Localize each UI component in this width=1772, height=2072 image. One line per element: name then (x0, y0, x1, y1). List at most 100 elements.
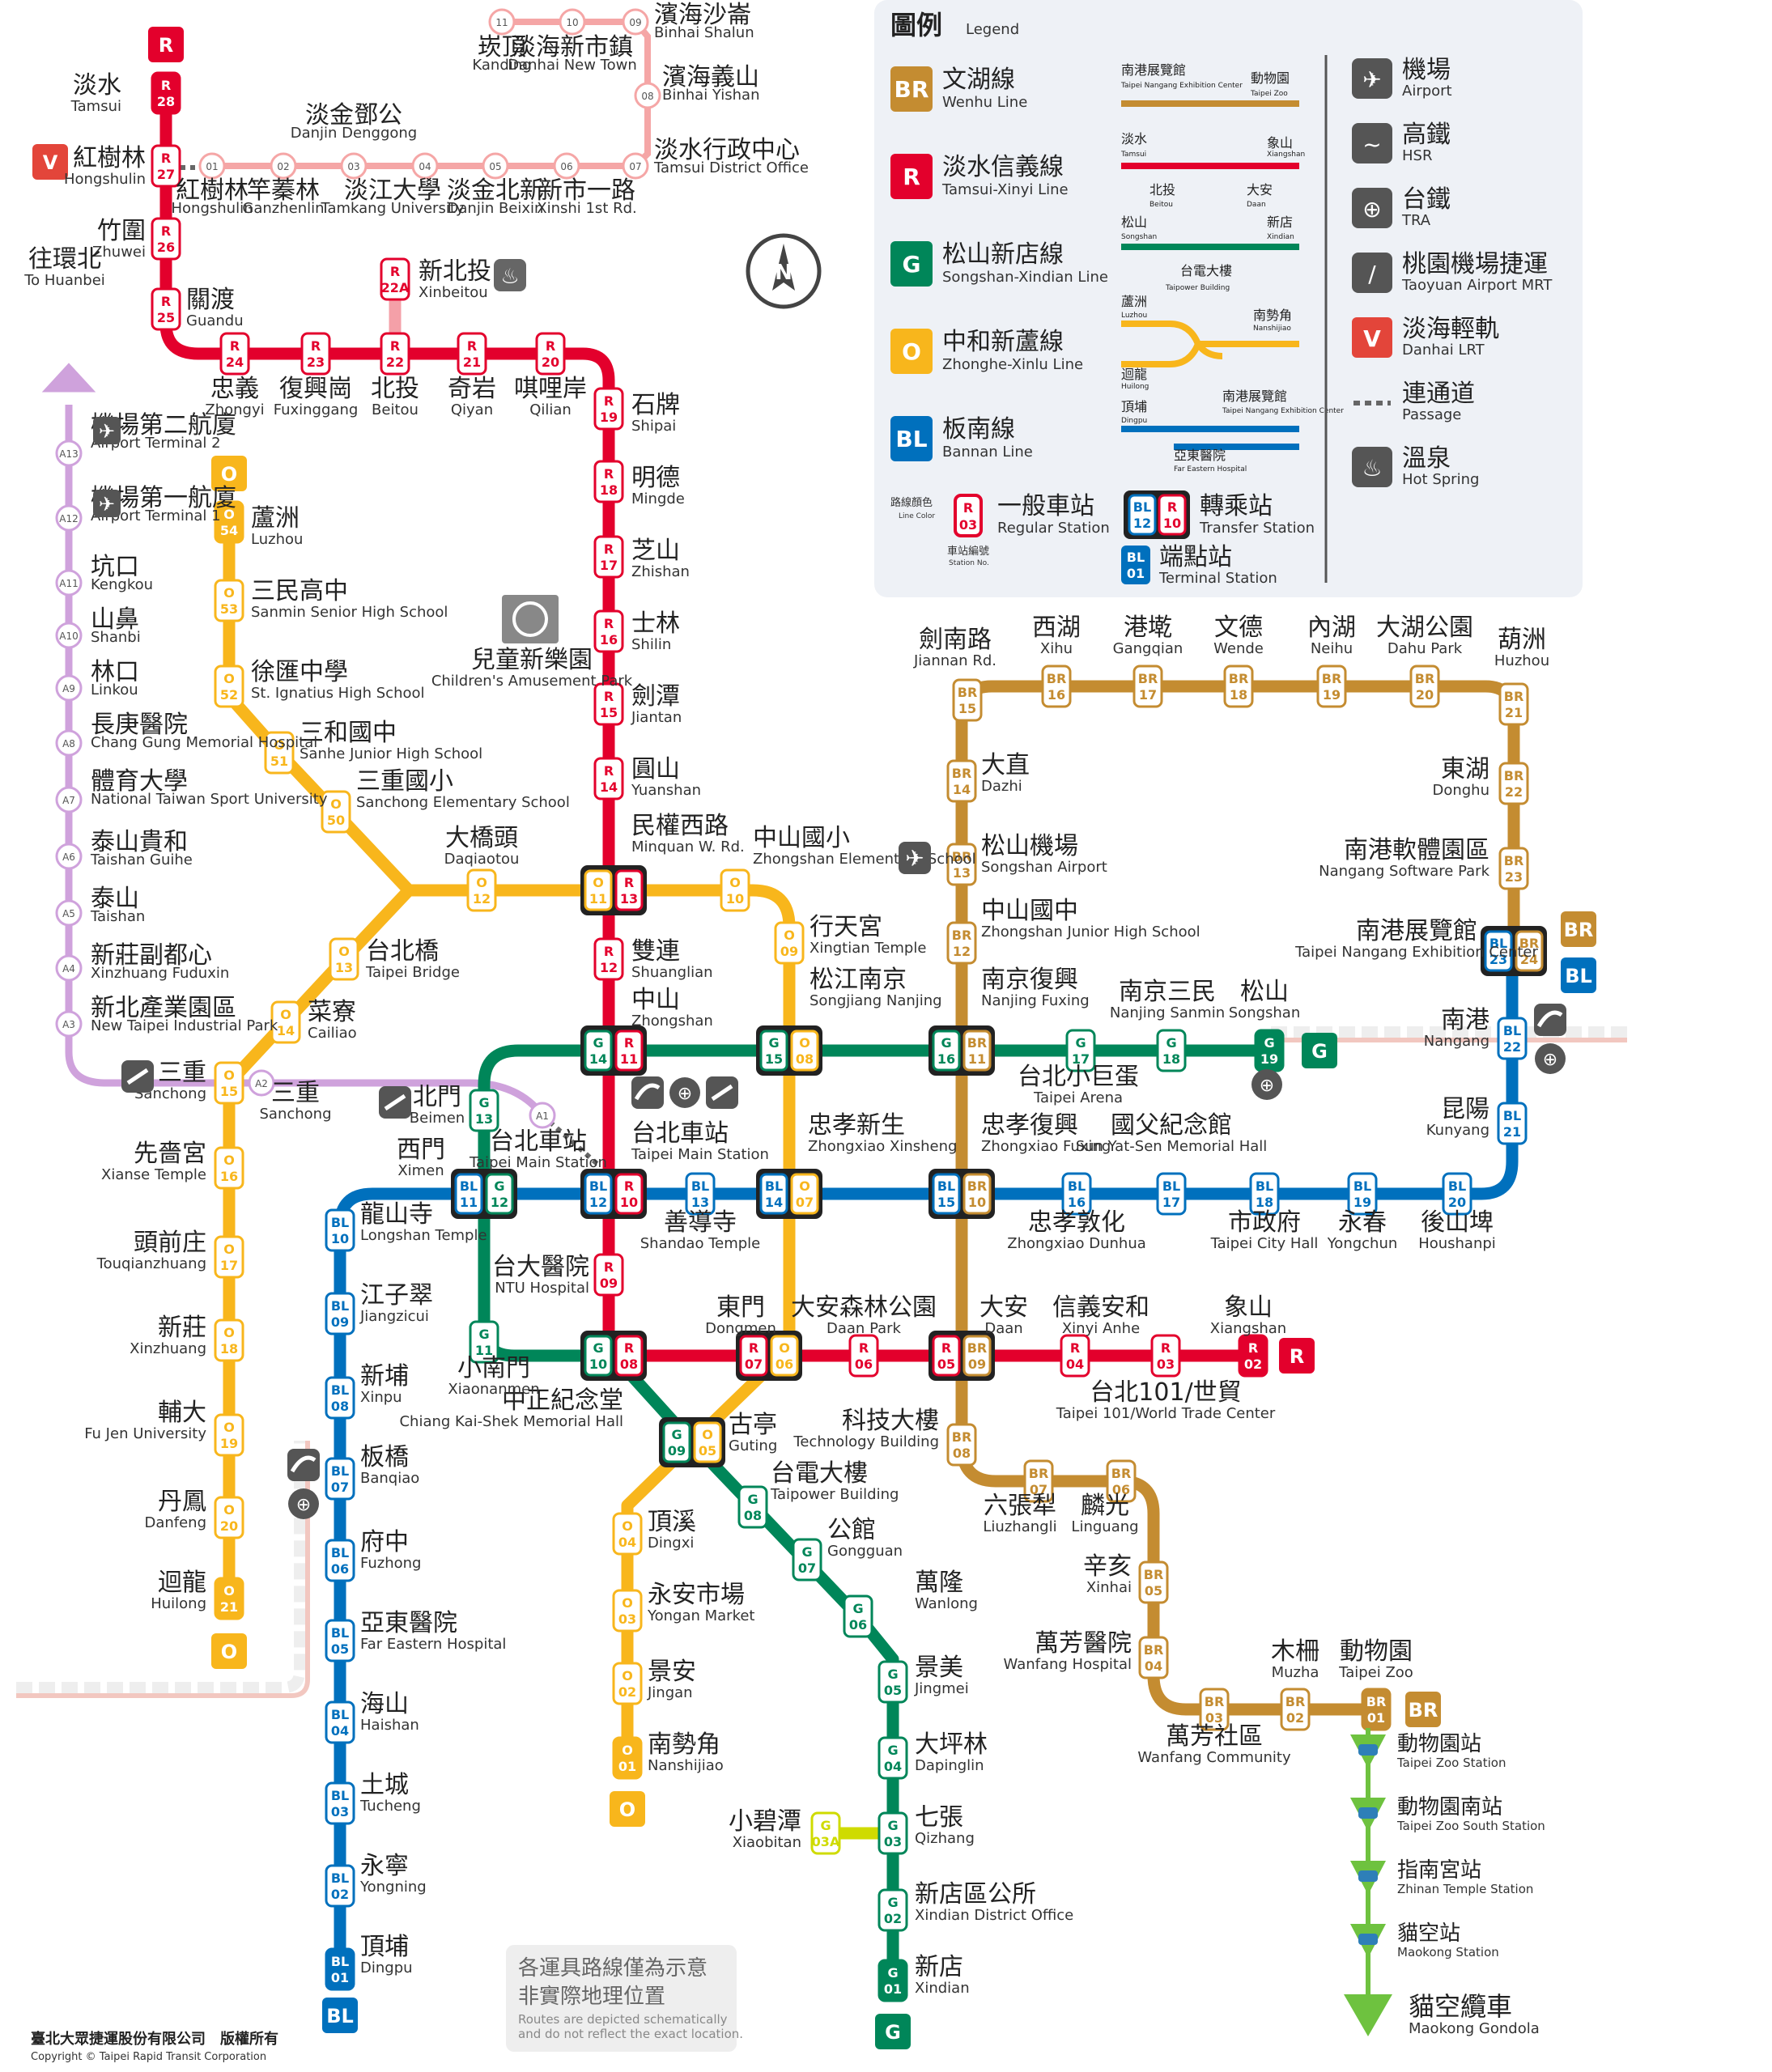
station-V-03[interactable]: 03 (340, 152, 368, 180)
station-O-04[interactable]: O04 (612, 1512, 643, 1556)
station-G-01[interactable]: G01 (878, 1959, 908, 2002)
station-G-04[interactable]: G04 (878, 1736, 908, 1780)
station-G-05[interactable]: G05 (878, 1660, 908, 1704)
station-A-A10[interactable]: A10 (55, 622, 83, 649)
station-R-27[interactable]: R27 (151, 144, 181, 188)
station-O-53[interactable]: O53 (214, 579, 244, 622)
station-O-51[interactable]: O51 (264, 731, 295, 775)
station-G-07[interactable]: G07 (792, 1538, 822, 1582)
station-R-15[interactable]: R15 (593, 682, 624, 726)
station-R-25[interactable]: R25 (151, 287, 181, 331)
station-O-10[interactable]: O10 (720, 868, 750, 912)
station-R-26[interactable]: R26 (151, 217, 181, 261)
station-A-A4[interactable]: A4 (55, 954, 83, 982)
station-A-A1[interactable]: A1 (529, 1102, 556, 1129)
station-A-A11[interactable]: A11 (55, 569, 83, 597)
station-R-28[interactable]: R28 (151, 71, 181, 115)
station-G-03[interactable]: G03 (878, 1811, 908, 1855)
station-O-13[interactable]: O13 (329, 937, 359, 981)
station-R-24[interactable]: R24 (219, 332, 250, 376)
station-V-05[interactable]: 05 (482, 152, 509, 180)
station-R-12[interactable]: R12 (593, 937, 624, 981)
station-O-18[interactable]: O18 (214, 1318, 244, 1362)
station-R-02[interactable]: R02 (1238, 1334, 1268, 1378)
station-R-19[interactable]: R19 (593, 387, 624, 431)
station-O-52[interactable]: O52 (214, 664, 244, 708)
station-R-03[interactable]: R03 (1150, 1334, 1181, 1378)
station-V-08[interactable]: 08 (634, 82, 661, 109)
station-A-A13[interactable]: A13 (55, 439, 83, 467)
station-A-A6[interactable]: A6 (55, 843, 83, 870)
station-O-54[interactable]: O54 (214, 500, 244, 544)
station-O-01[interactable]: O01 (612, 1736, 643, 1780)
station-O-03[interactable]: O03 (612, 1589, 643, 1633)
station-R-14[interactable]: R14 (593, 757, 624, 800)
station-R-18[interactable]: R18 (593, 460, 624, 503)
station-A-A2[interactable]: A2 (248, 1069, 275, 1097)
station-G-08[interactable]: G08 (737, 1485, 768, 1529)
station-A-A7[interactable]: A7 (55, 786, 83, 813)
station-O-21[interactable]: O21 (214, 1577, 244, 1620)
station-O-02[interactable]: O02 (612, 1662, 643, 1705)
station-A-A5[interactable]: A5 (55, 899, 83, 927)
station-A-A8[interactable]: A8 (55, 729, 83, 757)
station-V-04[interactable]: 04 (411, 152, 439, 180)
station-V-07[interactable]: 07 (622, 152, 649, 180)
station-R-23[interactable]: R23 (300, 332, 331, 376)
station-R-06[interactable]: R06 (848, 1334, 879, 1378)
station-G-17[interactable]: G17 (1065, 1029, 1096, 1072)
station-R-04[interactable]: R04 (1060, 1334, 1090, 1378)
station-R-17[interactable]: R17 (593, 535, 624, 579)
station-O-14[interactable]: O14 (270, 1000, 301, 1044)
station-G-13[interactable]: G13 (469, 1089, 499, 1132)
station-O-20[interactable]: O20 (214, 1496, 244, 1539)
station-V-10[interactable]: 10 (559, 8, 586, 36)
station-R-16[interactable]: R16 (593, 609, 624, 653)
station-G-06[interactable]: G06 (843, 1594, 873, 1638)
station-R-22[interactable]: R22 (380, 332, 410, 376)
station-O-12[interactable]: O12 (466, 868, 497, 912)
station-G-11[interactable]: G11 (469, 1320, 499, 1364)
station-R-21[interactable]: R21 (457, 332, 487, 376)
